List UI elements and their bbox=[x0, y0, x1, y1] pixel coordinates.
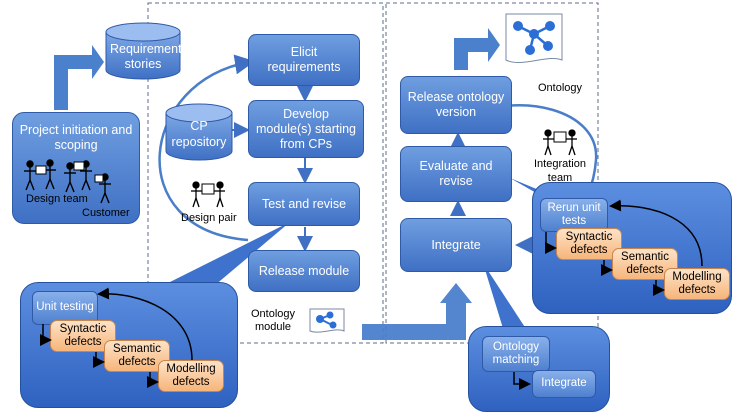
cp-repository-cylinder[interactable]: CP repository bbox=[164, 103, 234, 161]
matching-to-integrate-arrow bbox=[513, 372, 531, 390]
ontology-document-icon bbox=[505, 13, 563, 64]
right-syntactic-defects-box[interactable]: Syntactic defects bbox=[556, 228, 622, 260]
elicit-requirements-label: Elicit requirements bbox=[267, 45, 341, 74]
right-semantic-label: Semantic defects bbox=[621, 250, 669, 276]
ontology-module-label: Ontology module bbox=[250, 308, 296, 334]
develop-modules-label: Develop module(s) starting from CPs bbox=[255, 106, 357, 151]
integrate-box[interactable]: Integrate bbox=[400, 218, 512, 272]
test-and-revise-box[interactable]: Test and revise bbox=[248, 182, 360, 226]
design-pair-label: Design pair bbox=[181, 212, 237, 224]
rerun-unit-tests-label: Rerun unit tests bbox=[547, 201, 601, 227]
test-and-revise-label: Test and revise bbox=[261, 196, 347, 211]
ontology-matching-box[interactable]: Ontology matching bbox=[482, 336, 550, 372]
left-modelling-defects-box[interactable]: Modelling defects bbox=[158, 360, 224, 392]
cylinder-icon bbox=[105, 22, 181, 80]
right-semantic-defects-box[interactable]: Semantic defects bbox=[612, 248, 678, 280]
evaluate-and-revise-box[interactable]: Evaluate and revise bbox=[400, 146, 512, 202]
left-modelling-label: Modelling defects bbox=[166, 362, 216, 388]
release-module-label: Release module bbox=[258, 263, 350, 278]
release-module-box[interactable]: Release module bbox=[248, 250, 360, 292]
rerun-unit-tests-box[interactable]: Rerun unit tests bbox=[540, 198, 608, 232]
module-to-integrate-arrow bbox=[362, 283, 472, 340]
project-initiation-label: Project initiation and scoping bbox=[19, 123, 133, 152]
right-syntactic-label: Syntactic defects bbox=[565, 230, 613, 256]
design-pair-icon bbox=[191, 181, 225, 208]
database-icon bbox=[165, 103, 233, 161]
ontology-label: Ontology bbox=[538, 82, 583, 94]
evaluate-and-revise-label: Evaluate and revise bbox=[419, 159, 493, 188]
ontology-module-icon bbox=[309, 308, 345, 333]
integration-team-label: Integration team bbox=[534, 158, 586, 184]
integrate-callout-pointer bbox=[483, 263, 530, 335]
elicit-requirements-box[interactable]: Elicit requirements bbox=[248, 34, 360, 86]
left-dashed-frame bbox=[147, 2, 384, 344]
integration-team-icon bbox=[543, 129, 577, 156]
release-ontology-version-box[interactable]: Release ontology version bbox=[400, 76, 512, 134]
design-team-people-icon bbox=[24, 159, 92, 193]
left-semantic-label: Semantic defects bbox=[113, 342, 161, 368]
integrate-label: Integrate bbox=[431, 237, 481, 252]
release-ontology-label: Release ontology version bbox=[407, 90, 505, 119]
right-modelling-label: Modelling defects bbox=[672, 270, 722, 296]
integrate-sub-box[interactable]: Integrate bbox=[532, 370, 596, 398]
left-callout-arrows bbox=[40, 287, 193, 388]
customer-label: Customer bbox=[82, 207, 130, 219]
ontology-matching-label: Ontology matching bbox=[492, 340, 540, 366]
unit-testing-box[interactable]: Unit testing bbox=[32, 291, 98, 325]
customer-person-icon bbox=[94, 173, 111, 204]
unit-testing-label: Unit testing bbox=[36, 301, 94, 314]
left-syntactic-label: Syntactic defects bbox=[59, 322, 107, 348]
development-cycle-loop bbox=[158, 54, 255, 242]
develop-modules-box[interactable]: Develop module(s) starting from CPs bbox=[248, 100, 364, 158]
cp-repository-label: CP repository bbox=[171, 119, 227, 149]
integrate-sub-label: Integrate bbox=[541, 377, 587, 390]
to-ontology-arrow bbox=[454, 28, 500, 70]
requirement-stories-cylinder[interactable]: Requirement stories bbox=[104, 22, 182, 80]
right-callout-arrows bbox=[545, 199, 703, 296]
initiation-to-stories-arrow bbox=[54, 45, 104, 110]
right-modelling-defects-box[interactable]: Modelling defects bbox=[664, 268, 730, 300]
requirement-stories-label: Requirement stories bbox=[110, 42, 182, 71]
design-team-label: Design team bbox=[26, 193, 88, 205]
